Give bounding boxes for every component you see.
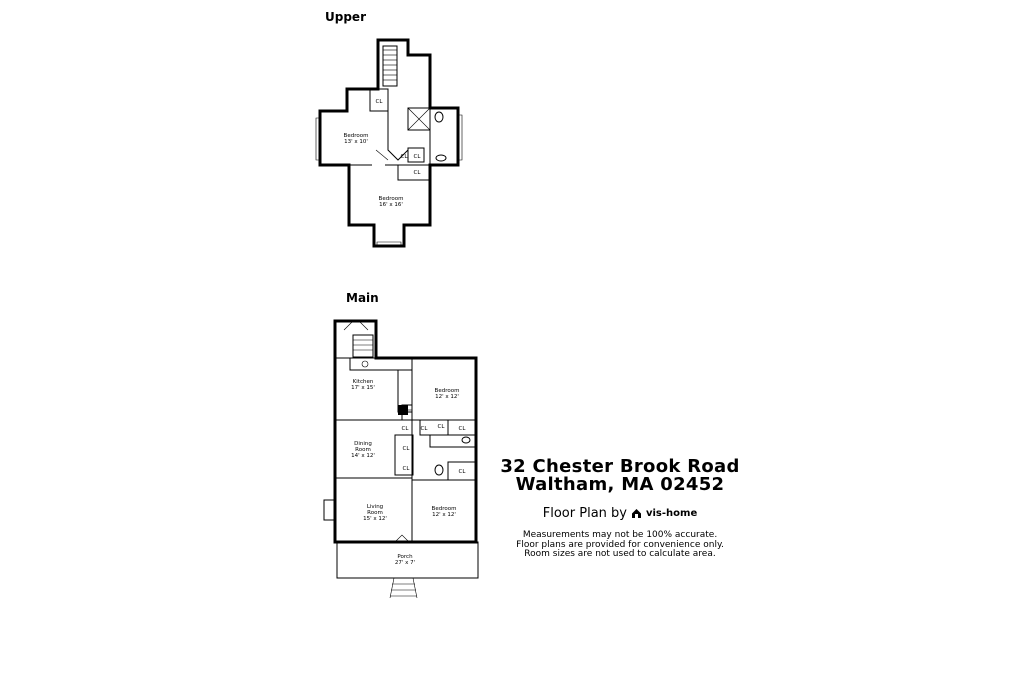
toilet-icon xyxy=(434,111,444,123)
disclaimer-line-1: Measurements may not be 100% accurate. xyxy=(522,530,718,540)
lazy-susan-icon xyxy=(361,360,369,368)
main-exterior-wall xyxy=(333,319,478,544)
disclaimer: Measurements may not be 100% accurate. F… xyxy=(490,530,750,560)
main-floor-plan xyxy=(323,319,479,599)
living-room-name-2: Room xyxy=(367,510,383,516)
upper-bedroom-1-size: 13' x 10' xyxy=(344,139,368,145)
living-room-size: 15' x 12' xyxy=(363,516,387,522)
main-bedroom-b-name: Bedroom xyxy=(432,506,457,512)
main-closet-6: CL xyxy=(402,426,410,432)
upper-closet-3: CL xyxy=(401,154,409,160)
upper-closet-4: CL xyxy=(414,170,422,176)
brand-name: vis-home xyxy=(645,508,698,519)
house-logo-icon xyxy=(631,508,642,519)
address-line-2: Waltham, MA 02452 xyxy=(515,474,725,495)
main-toilet-icon xyxy=(434,464,444,476)
upper-exterior-wall xyxy=(318,38,460,248)
upper-closet-1: CL xyxy=(376,99,384,105)
living-room-name: Living xyxy=(367,504,383,510)
kitchen-size: 17' x 15' xyxy=(351,385,375,391)
disclaimer-line-2: Floor plans are provided for convenience… xyxy=(516,539,724,550)
bathtub-icon xyxy=(429,434,477,448)
floor-plan-credit: Floor Plan by vis-home xyxy=(490,506,750,521)
upper-closet-2: CL xyxy=(414,154,422,160)
main-closet-2: CL xyxy=(459,426,467,432)
sink-icon xyxy=(435,154,447,162)
credit-prefix: Floor Plan by xyxy=(542,506,627,521)
porch-name: Porch xyxy=(397,554,413,560)
address-line-1: 32 Chester Brook Road xyxy=(500,456,740,477)
dining-room-name-2: Room xyxy=(355,447,371,453)
main-closet-7: CL xyxy=(438,424,446,430)
main-floor-label: Main xyxy=(346,291,379,305)
upper-bedroom-2-size: 16' x 16' xyxy=(379,202,403,208)
main-sink-icon xyxy=(461,436,471,444)
main-bedroom-a-size: 12' x 12' xyxy=(435,394,459,400)
porch-outline xyxy=(336,541,479,579)
disclaimer-line-3: Room sizes are not used to calculate are… xyxy=(524,549,716,559)
upper-floor-label: Upper xyxy=(325,10,366,24)
upper-floor-plan xyxy=(315,38,463,248)
main-bedroom-a-name: Bedroom xyxy=(435,388,460,394)
main-closet-1: CL xyxy=(421,426,429,432)
dining-room-size: 14' x 12' xyxy=(351,453,375,459)
upper-stairs xyxy=(382,45,398,87)
listing-title-block: 32 Chester Brook Road Waltham, MA 02452 … xyxy=(490,458,750,560)
main-bedroom-b-size: 12' x 12' xyxy=(432,512,456,518)
porch-size: 27' x 7' xyxy=(395,560,415,566)
fireplace-icon xyxy=(323,499,336,521)
main-closet-5: CL xyxy=(459,469,467,475)
dining-room-name: Dining xyxy=(354,441,372,447)
main-closet-3: CL xyxy=(403,446,411,452)
main-closet-4: CL xyxy=(403,466,411,472)
kitchen-name: Kitchen xyxy=(353,379,374,385)
upper-bedroom-1-name: Bedroom xyxy=(344,133,369,139)
upper-bedroom-2-name: Bedroom xyxy=(379,196,404,202)
